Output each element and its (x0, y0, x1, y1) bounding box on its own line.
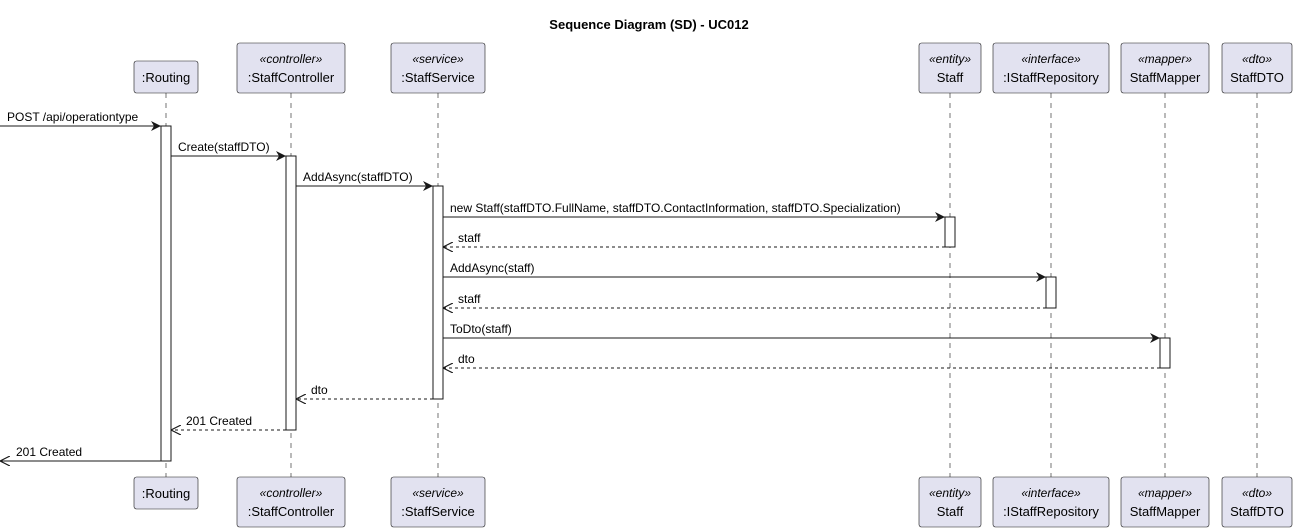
participant-name: :IStaffRepository (1003, 504, 1099, 519)
participant-name: StaffMapper (1130, 504, 1201, 519)
participant-stereotype: «entity» (929, 486, 971, 500)
message-label: 201 Created (186, 414, 252, 428)
message-5: staff (443, 231, 945, 247)
message-label: 201 Created (16, 445, 82, 459)
message-9: dto (443, 352, 1160, 368)
activation-routing (160, 125, 172, 462)
message-label: staff (458, 231, 481, 245)
participant-box (236, 42, 346, 94)
participant-name: Staff (937, 70, 964, 85)
participant-box (992, 42, 1110, 94)
message-label: AddAsync(staff) (450, 261, 534, 275)
participant-name: :Routing (142, 486, 190, 501)
participant-stereotype: «service» (412, 486, 464, 500)
message-11: 201 Created (171, 414, 286, 430)
message-label: Create(staffDTO) (178, 140, 270, 154)
participant-name: StaffMapper (1130, 70, 1201, 85)
participant-stereotype: «interface» (1021, 486, 1081, 500)
participant-box (236, 476, 346, 528)
participant-box (918, 476, 982, 528)
message-10: dto (296, 383, 433, 399)
participant-repo-top: «interface» :IStaffRepository (992, 42, 1110, 94)
participant-box (390, 476, 486, 528)
participant-name: StaffDTO (1230, 504, 1284, 519)
participant-stereotype: «mapper» (1138, 486, 1192, 500)
activation-service (432, 185, 444, 400)
participant-dto-bottom: «dto» StaffDTO (1221, 476, 1293, 528)
participant-stereotype: «service» (412, 52, 464, 66)
participant-routing-top: :Routing (133, 60, 199, 94)
activation-staff (944, 216, 956, 248)
participant-box (1221, 476, 1293, 528)
participant-name: :StaffService (401, 70, 474, 85)
participant-mapper-top: «mapper» StaffMapper (1120, 42, 1210, 94)
message-2: Create(staffDTO) (171, 140, 286, 161)
message-label: dto (311, 383, 328, 397)
participant-stereotype: «entity» (929, 52, 971, 66)
participants-bottom: :Routing «controller» :StaffController «ser… (133, 476, 1293, 528)
participant-controller-top: «controller» :StaffController (236, 42, 346, 94)
participant-name: :StaffController (248, 504, 335, 519)
activation-mapper (1159, 337, 1171, 369)
participant-service-bottom: «service» :StaffService (390, 476, 486, 528)
activation-repo (1045, 276, 1057, 309)
participant-stereotype: «dto» (1242, 486, 1272, 500)
participant-name: Staff (937, 504, 964, 519)
message-8: ToDto(staff) (443, 322, 1160, 343)
participant-box (1120, 476, 1210, 528)
participant-stereotype: «mapper» (1138, 52, 1192, 66)
message-label: dto (458, 352, 475, 366)
participant-box (918, 42, 982, 94)
participant-name: :StaffController (248, 70, 335, 85)
participant-stereotype: «dto» (1242, 52, 1272, 66)
participant-box (1221, 42, 1293, 94)
participant-stereotype: «interface» (1021, 52, 1081, 66)
message-label: staff (458, 292, 481, 306)
participant-box (390, 42, 486, 94)
message-12: 201 Created (0, 445, 161, 461)
participant-staff-bottom: «entity» Staff (918, 476, 982, 528)
participant-dto-top: «dto» StaffDTO (1221, 42, 1293, 94)
lifelines (165, 93, 1258, 477)
participant-routing-bottom: :Routing (133, 476, 199, 510)
participant-box (992, 476, 1110, 528)
message-6: AddAsync(staff) (443, 261, 1046, 282)
participant-name: :IStaffRepository (1003, 70, 1099, 85)
message-label: POST /api/operationtype (7, 110, 139, 124)
message-4: new Staff(staffDTO.FullName, staffDTO.Co… (443, 201, 945, 222)
participant-stereotype: «controller» (260, 486, 323, 500)
participant-repo-bottom: «interface» :IStaffRepository (992, 476, 1110, 528)
participant-service-top: «service» :StaffService (390, 42, 486, 94)
participant-box (1120, 42, 1210, 94)
participant-controller-bottom: «controller» :StaffController (236, 476, 346, 528)
participant-stereotype: «controller» (260, 52, 323, 66)
message-1: POST /api/operationtype (0, 110, 161, 131)
participant-name: StaffDTO (1230, 70, 1284, 85)
participant-box (133, 60, 199, 94)
diagram-title: Sequence Diagram (SD) - UC012 (549, 17, 748, 32)
participant-staff-top: «entity» Staff (918, 42, 982, 94)
message-3: AddAsync(staffDTO) (296, 170, 433, 191)
participant-name: :Routing (142, 70, 190, 85)
participant-mapper-bottom: «mapper» StaffMapper (1120, 476, 1210, 528)
participants-top: :Routing «controller» :StaffController «ser… (133, 42, 1293, 94)
message-label: ToDto(staff) (450, 322, 512, 336)
message-label: new Staff(staffDTO.FullName, staffDTO.Co… (450, 201, 901, 215)
participant-name: :StaffService (401, 504, 474, 519)
message-label: AddAsync(staffDTO) (303, 170, 413, 184)
activations (160, 125, 1171, 462)
activation-controller (285, 155, 297, 431)
message-7: staff (443, 292, 1046, 308)
participant-box (133, 476, 199, 510)
